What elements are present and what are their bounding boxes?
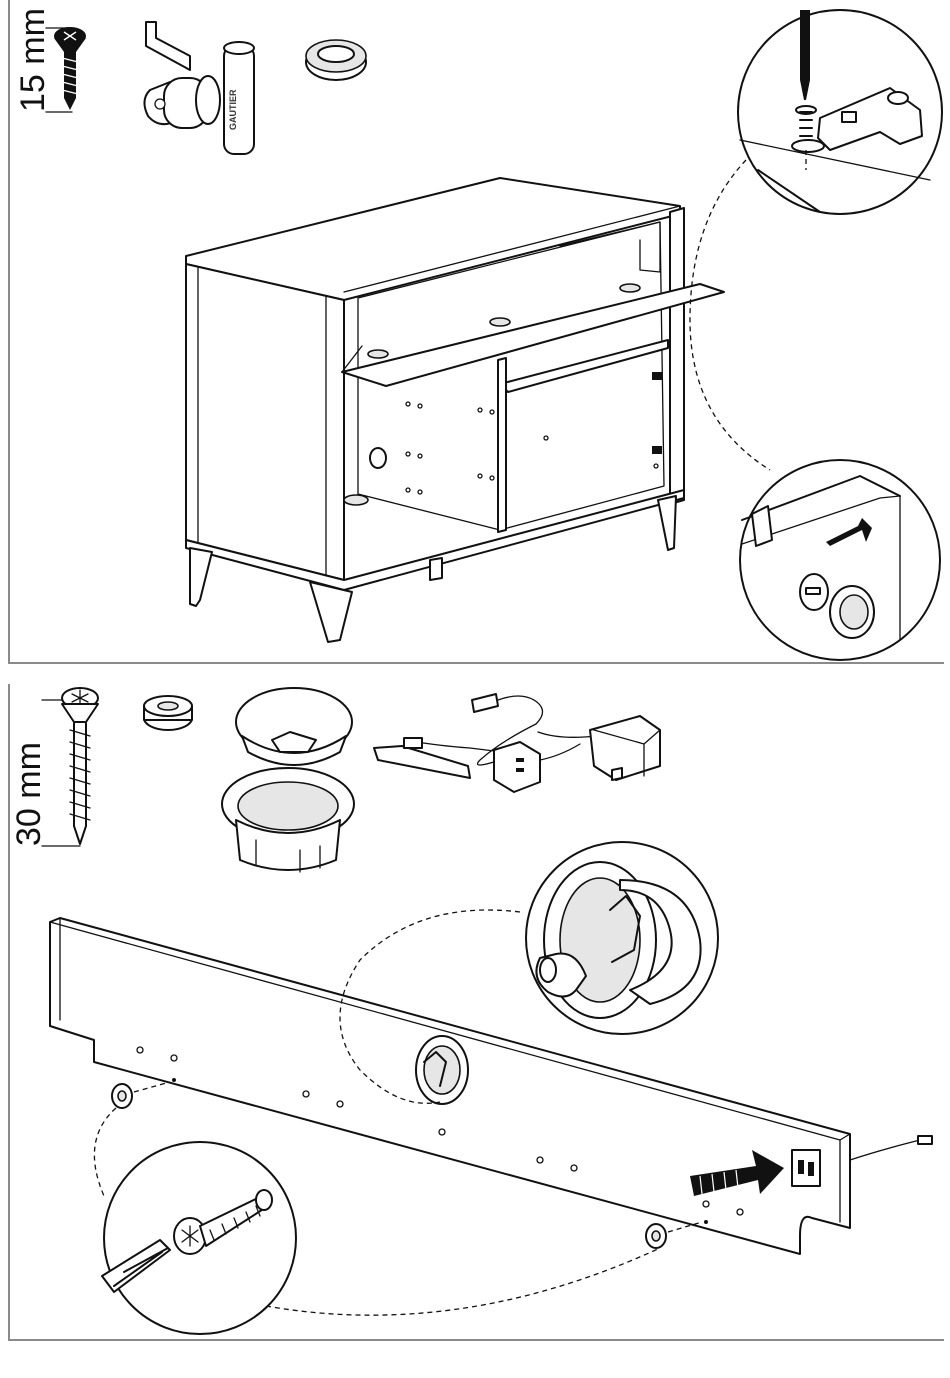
cable-grommet-cap-icon (236, 688, 352, 765)
grommet-ring-icon (306, 40, 366, 80)
cam-lock-key-icon: GAUTIER (144, 22, 254, 154)
cam-lock-brand-label: GAUTIER (228, 89, 238, 130)
screw-length-label-30mm: 30 mm (10, 742, 48, 846)
hinge-screw-detail-icon (738, 10, 942, 214)
dimension-30mm: 30 mm (10, 700, 80, 846)
countersunk-screw-15mm-icon (54, 27, 86, 110)
cable-grommet-base-icon (222, 768, 354, 872)
power-adapter-icon (538, 716, 660, 780)
small-ring-icon (144, 696, 192, 730)
dimension-15mm: 15 mm (14, 8, 72, 112)
pozidriv-screw-30mm-icon (62, 688, 98, 844)
grommet-insert-detail-icon (740, 460, 940, 660)
cabinet-drawing (186, 178, 724, 642)
screw-length-label-15mm: 15 mm (14, 8, 52, 112)
led-cable-kit-icon (374, 694, 580, 792)
grommet-rotate-detail-icon (526, 842, 718, 1034)
screwdriver-detail-icon (102, 1142, 296, 1334)
